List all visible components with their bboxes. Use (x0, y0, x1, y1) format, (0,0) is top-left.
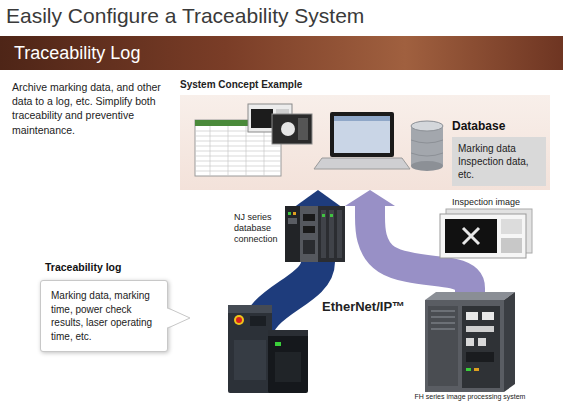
image-processing-device (466, 352, 494, 362)
intro-paragraph: Archive marking data, and other data to … (12, 80, 174, 137)
inspection-image (463, 228, 479, 244)
callout-tail (168, 308, 190, 328)
network-label: EtherNet/IP™ (322, 299, 405, 314)
controller-device (285, 206, 300, 262)
laser-marker (228, 305, 308, 393)
device-caption-box: FH series image processing system (405, 292, 535, 401)
controller-device (330, 214, 333, 217)
image-processing-device (466, 312, 478, 320)
image-processing-device (504, 292, 515, 392)
image-processing-device (482, 312, 494, 320)
image-label: Inspection image (452, 197, 520, 207)
screen-window (272, 114, 312, 144)
laser-marker (268, 330, 308, 336)
controller-device (288, 212, 291, 215)
laptop-icon (314, 158, 410, 169)
database-icon (411, 121, 443, 171)
controller-device (303, 214, 315, 221)
inspection-image (501, 238, 522, 253)
inspection-image (501, 219, 522, 234)
image-processing-device (425, 300, 504, 392)
controller-device (329, 210, 334, 258)
laptop-icon (334, 116, 390, 121)
box-text: System Concept Example (180, 79, 302, 90)
inspection-image (440, 214, 526, 258)
spreadsheet-screenshot (195, 126, 281, 176)
database-icon (411, 140, 443, 156)
image-processing-device (466, 338, 474, 346)
inspection-image (440, 209, 532, 258)
screen-window (251, 109, 273, 128)
box-heading: Traceability log (45, 261, 121, 273)
callout-box: Traceability logMarking data, marking ti… (40, 280, 168, 352)
box-text: Marking data, marking time, power check … (51, 289, 157, 343)
laser-marker (275, 342, 281, 346)
image-processing-device (478, 338, 486, 346)
image-processing-device (462, 306, 500, 388)
database-icon (411, 161, 443, 171)
box-text: FH series image processing system (405, 392, 535, 401)
inspection-image (445, 219, 497, 253)
database-icon (411, 126, 443, 166)
image-processing-device (474, 368, 479, 371)
controller-device (303, 240, 315, 254)
page-title: Easily Configure a Traceability System (6, 4, 364, 28)
controller-device (285, 206, 345, 262)
image-processing-device (428, 306, 458, 386)
screen-window (298, 118, 308, 140)
laser-marker (275, 352, 301, 382)
database-icon (411, 121, 443, 131)
laser-marker (234, 315, 244, 325)
image-processing-device (431, 316, 455, 318)
controller-device (293, 212, 296, 215)
image-processing-device (466, 368, 471, 371)
image-processing-device (466, 326, 494, 332)
callout-tail (166, 308, 190, 328)
controller-device (285, 206, 345, 262)
image-processing-device (431, 322, 455, 324)
controller-device (321, 210, 326, 258)
controller-device (300, 206, 318, 262)
arrow-head (345, 190, 395, 206)
laser-marker (234, 340, 266, 380)
controller-label: NJ series database connection (234, 212, 283, 244)
laser-marker (228, 305, 272, 393)
box-heading: Database (452, 119, 505, 133)
controller-device (318, 206, 345, 262)
controller-device (322, 214, 325, 217)
image-processing-device (431, 328, 455, 330)
section-band: Traceability Log (0, 36, 563, 70)
controller-device (337, 210, 342, 258)
box-text: Traceability Log (0, 36, 563, 70)
image-processing-device (425, 292, 515, 392)
laser-marker (268, 330, 308, 393)
controller-device (303, 226, 315, 233)
laser-marker (228, 305, 272, 313)
laptop-icon (334, 116, 390, 153)
image-processing-device (431, 310, 455, 312)
laser-marker (250, 316, 266, 326)
callout-tail (166, 308, 190, 328)
network-arrow (293, 190, 343, 208)
laptop-icon (330, 112, 394, 157)
box-text: Marking data Inspection data, etc. (458, 142, 540, 181)
image-processing-device (425, 292, 515, 300)
controller-device (288, 218, 297, 224)
screen-window (281, 122, 295, 136)
laser-marker (236, 317, 242, 323)
database-box: DatabaseMarking data Inspection data, et… (452, 137, 546, 186)
